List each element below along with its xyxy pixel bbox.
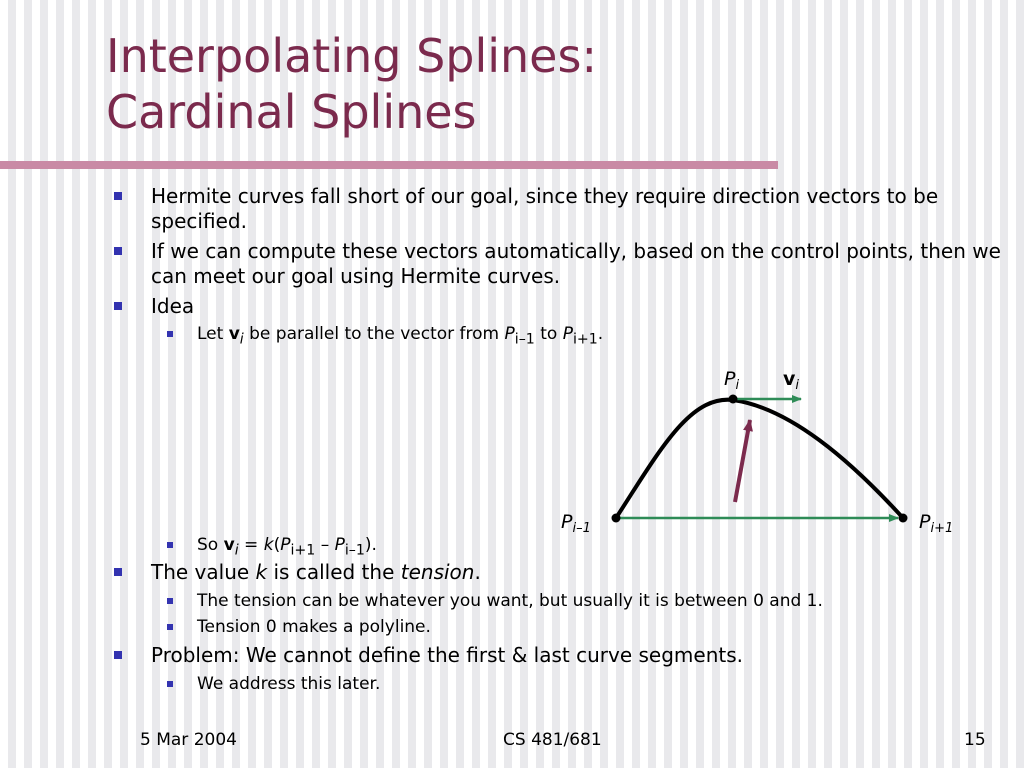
text-close-paren: ). [364, 535, 377, 555]
text-sub-i-minus-1: i–1 [344, 542, 365, 559]
bullet-hermite-short: Hermite curves fall short of our goal, s… [114, 184, 1001, 234]
text-equals: = [244, 535, 259, 555]
footer-course: CS 481/681 [503, 730, 602, 750]
bullet-problem: Problem: We cannot define the first & la… [114, 643, 1001, 668]
sub-bullet-text: We address this later. [197, 674, 381, 694]
text-minus: – [320, 535, 330, 555]
slide-title-line-2: Cardinal Splines [106, 85, 477, 139]
text-period: . [597, 324, 604, 344]
label-pi-minus-1: Pi–1 [561, 511, 591, 536]
text-v: v [228, 324, 240, 344]
bullet-text: Hermite curves fall short of our goal, s… [151, 184, 939, 233]
text-tension: tension [400, 560, 475, 584]
sub-bullet-address-later: We address this later. [167, 673, 997, 695]
text-to: to [540, 324, 558, 344]
footer-page-number: 15 [964, 730, 986, 750]
text-sub-i-minus-1: i–1 [514, 331, 535, 348]
text-p: P [280, 535, 291, 555]
text-open-paren: ( [273, 535, 281, 555]
sub-bullet-let-vi: Let vi be parallel to the vector from Pi… [167, 323, 997, 350]
control-point-pi-minus-1 [611, 513, 621, 523]
label-pi: Pi [724, 368, 739, 393]
label-pi-plus-1: Pi+1 [919, 511, 953, 536]
spline-curve [614, 397, 905, 520]
text-period: . [474, 560, 481, 584]
control-point-pi-plus-1 [898, 513, 908, 523]
bullet-compute-vectors: If we can compute these vectors automati… [114, 239, 1001, 289]
text-let: Let [197, 324, 224, 344]
footer-date: 5 Mar 2004 [140, 730, 237, 750]
sub-bullet-text: The tension can be whatever you want, bu… [197, 591, 823, 611]
text-so: So [197, 535, 219, 555]
text-sub-i: i [239, 331, 244, 348]
sub-bullet-text: Tension 0 makes a polyline. [197, 617, 431, 637]
sub-bullet-tension-zero: Tension 0 makes a polyline. [167, 616, 997, 638]
text-k: k [255, 560, 268, 584]
sub-bullet-so-vi: So vi = k(Pi+1 – Pi–1). [167, 534, 997, 561]
bullet-idea: Idea [114, 294, 1001, 319]
text-p: P [562, 324, 573, 344]
text-k: k [263, 535, 274, 555]
text-sub-i-plus-1: i+1 [290, 542, 316, 559]
slide-title-line-1: Interpolating Splines: [106, 29, 597, 83]
text-p: P [334, 535, 345, 555]
direction-arrow [733, 419, 753, 503]
sub-bullet-tension-range: The tension can be whatever you want, bu… [167, 590, 997, 612]
control-point-pi [728, 394, 738, 404]
text-before: The value [151, 560, 250, 584]
bullet-tension: The value k is called the tension. [114, 560, 1001, 585]
bullet-text: Idea [151, 294, 195, 318]
text-middle: be parallel to the vector from [249, 324, 500, 344]
text-v: v [223, 535, 235, 555]
text-p: P [504, 324, 515, 344]
text-sub-i: i [234, 542, 239, 559]
bullet-text: If we can compute these vectors automati… [151, 239, 1001, 288]
text-middle: is called the [273, 560, 395, 584]
bullet-text: Problem: We cannot define the first & la… [151, 643, 744, 667]
title-divider [0, 161, 778, 169]
text-sub-i-plus-1: i+1 [572, 331, 598, 348]
label-vi: vi [783, 368, 799, 393]
slide-title: Interpolating Splines: Cardinal Splines [106, 28, 597, 140]
